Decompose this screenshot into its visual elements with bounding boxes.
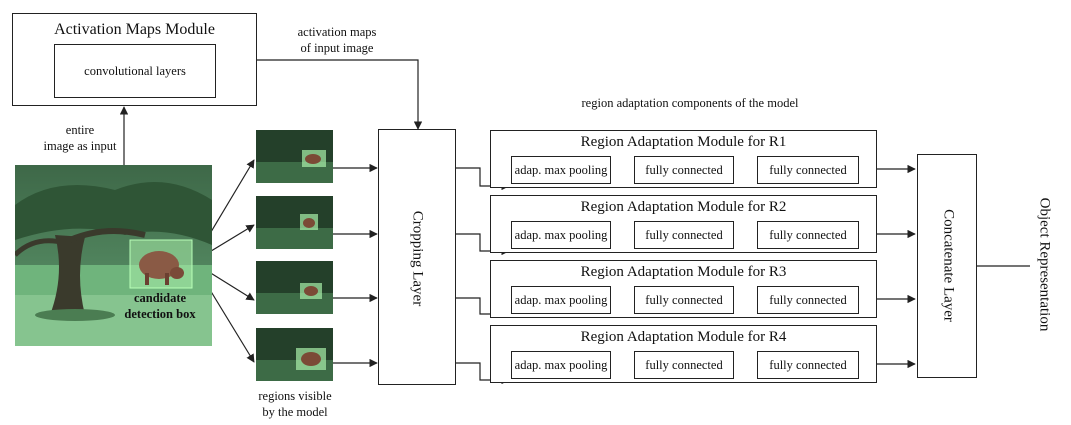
step-label: fully connected — [645, 357, 723, 372]
adap-max-pooling-box: adap. max pooling — [511, 286, 611, 314]
fully-connected-box-1: fully connected — [634, 156, 734, 184]
region-module-r2: Region Adaptation Module for R2 adap. ma… — [490, 195, 877, 253]
activation-maps-line2: of input image — [300, 40, 374, 55]
concatenate-layer-label: Concatenate Layer — [940, 209, 957, 322]
fully-connected-box-2: fully connected — [757, 221, 859, 249]
step-label: fully connected — [769, 357, 847, 372]
fully-connected-box-2: fully connected — [757, 351, 859, 379]
adap-max-pooling-box: adap. max pooling — [511, 351, 611, 379]
input-image: candidate detection box — [15, 165, 212, 346]
region-module-title: Region Adaptation Module for R1 — [580, 134, 787, 150]
step-label: fully connected — [645, 227, 723, 242]
step-label: fully connected — [645, 292, 723, 307]
region-thumb-r3 — [256, 261, 333, 314]
candidate-line1: candidate — [133, 291, 187, 305]
step-label: adap. max pooling — [514, 162, 608, 177]
adap-max-pooling-box: adap. max pooling — [511, 221, 611, 249]
region-module-title: Region Adaptation Module for R2 — [580, 199, 787, 215]
fully-connected-box-2: fully connected — [757, 156, 859, 184]
candidate-line2: detection box — [124, 306, 196, 321]
fully-connected-box-1: fully connected — [634, 286, 734, 314]
entire-image-line2: image as input — [43, 138, 117, 153]
activation-maps-line1: activation maps — [297, 25, 377, 39]
object-representation-label: Object Representation — [1036, 197, 1053, 332]
regions-visible-label: regions visible by the model — [240, 389, 350, 420]
regions-visible-line1: regions visible — [258, 389, 332, 403]
activation-module-title: Activation Maps Module — [54, 21, 215, 38]
cropping-layer-label: Cropping Layer — [409, 210, 426, 307]
adap-max-pooling-box: adap. max pooling — [511, 156, 611, 184]
entire-image-label: entire image as input — [40, 123, 120, 154]
concatenate-layer: Concatenate Layer — [917, 154, 977, 378]
step-label: adap. max pooling — [514, 292, 608, 307]
cropping-layer: Cropping Layer — [378, 129, 456, 385]
step-label: fully connected — [769, 292, 847, 307]
activation-maps-module: Activation Maps Module convolutional lay… — [12, 13, 257, 106]
region-components-label: region adaptation components of the mode… — [581, 96, 799, 110]
region-module-title: Region Adaptation Module for R4 — [580, 329, 787, 345]
candidate-box-label: candidate detection box — [105, 291, 212, 322]
step-label: adap. max pooling — [514, 227, 608, 242]
step-label: fully connected — [769, 227, 847, 242]
convolutional-layers-label: convolutional layers — [84, 63, 186, 78]
region-module-title: Region Adaptation Module for R3 — [580, 264, 787, 280]
step-label: adap. max pooling — [514, 357, 608, 372]
region-thumb-r2 — [256, 196, 333, 249]
region-module-r4: Region Adaptation Module for R4 adap. ma… — [490, 325, 877, 383]
region-thumb-r4 — [256, 328, 333, 381]
fully-connected-box-2: fully connected — [757, 286, 859, 314]
region-thumb-r1 — [256, 130, 333, 183]
input-photo-illustration — [15, 165, 212, 346]
arrow-activation-to-cropping — [256, 59, 423, 130]
activation-maps-label: activation maps of input image — [282, 25, 392, 56]
step-label: fully connected — [645, 162, 723, 177]
regions-visible-line2: by the model — [262, 404, 328, 419]
fully-connected-box-1: fully connected — [634, 221, 734, 249]
entire-image-line1: entire — [65, 123, 95, 137]
region-module-r1: Region Adaptation Module for R1 adap. ma… — [490, 130, 877, 188]
step-label: fully connected — [769, 162, 847, 177]
region-module-r3: Region Adaptation Module for R3 adap. ma… — [490, 260, 877, 318]
fully-connected-box-1: fully connected — [634, 351, 734, 379]
convolutional-layers-box: convolutional layers — [54, 44, 216, 98]
